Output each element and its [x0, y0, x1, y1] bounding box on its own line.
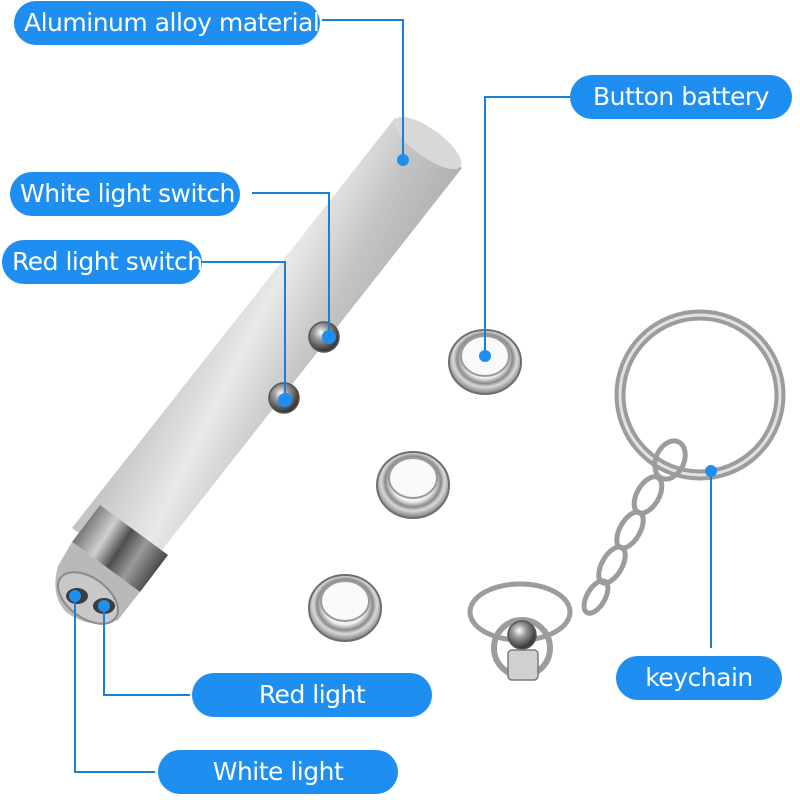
callout-aluminum-alloy-material: Aluminum alloy material — [14, 1, 320, 45]
anchor-dots — [69, 154, 717, 612]
callout-red-light: Red light — [192, 673, 432, 717]
callout-white-light: White light — [158, 750, 398, 794]
leader-lines — [74, 19, 712, 773]
callout-red-light-switch: Red light switch — [2, 240, 203, 284]
callout-keychain: keychain — [616, 656, 782, 700]
button-batteries — [308, 329, 522, 642]
callout-white-light-switch: White light switch — [10, 172, 240, 216]
keychain-assembly — [467, 309, 786, 681]
callout-button-battery: Button battery — [570, 75, 792, 119]
